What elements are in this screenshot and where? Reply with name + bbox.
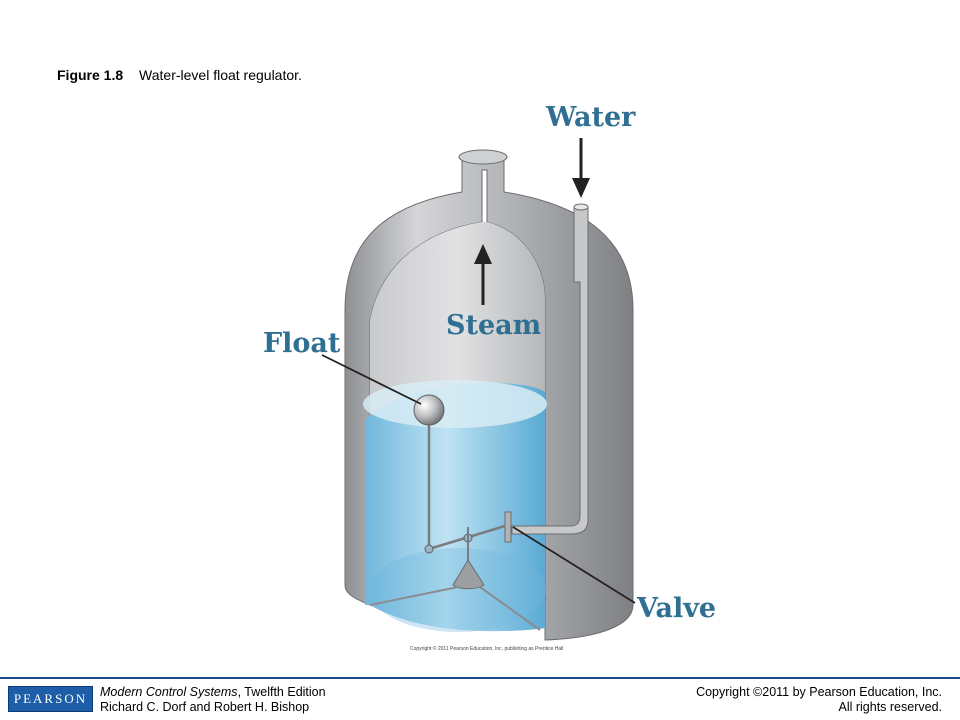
book-title: Modern Control Systems (100, 685, 238, 699)
rights-text: All rights reserved. (838, 700, 942, 714)
steam-outlet (458, 149, 508, 165)
water-inlet-opening (573, 203, 589, 211)
footer-copyright: Copyright ©2011 by Pearson Education, In… (696, 685, 942, 715)
footer-book-info: Modern Control Systems, Twelfth Edition … (100, 685, 326, 715)
float-regulator-diagram: Water Steam Float Valve Copyright © 2011… (263, 102, 716, 652)
copyright-text: Copyright ©2011 by Pearson Education, In… (696, 685, 942, 699)
figure-number: Figure 1.8 (57, 67, 124, 83)
pearson-logo: PEARSON (8, 686, 93, 712)
image-copyright: Copyright © 2011 Pearson Education, Inc.… (410, 645, 563, 652)
book-edition: , Twelfth Edition (237, 685, 326, 699)
water-arrow-head (572, 178, 590, 198)
valve-label: Valve (636, 593, 716, 624)
valve-leader-line (512, 526, 636, 604)
float-ball (413, 394, 445, 426)
water-body (365, 382, 545, 632)
steam-label: Steam (446, 310, 541, 341)
figure-title: Water-level float regulator. (139, 67, 302, 83)
float-leader-line (321, 354, 422, 405)
water-surface (363, 380, 547, 428)
figure-caption: Figure 1.8 Water-level float regulator. (57, 67, 302, 83)
support-leg-right (479, 586, 541, 631)
valve-body (504, 511, 512, 543)
footer-divider (0, 677, 960, 679)
water-inlet-pipe (511, 207, 589, 535)
support-leg-left (369, 586, 459, 606)
pivot-support (452, 559, 485, 590)
water-bottom (370, 548, 546, 632)
lever-joint-left (424, 544, 434, 554)
steam-arrow-head (474, 244, 492, 264)
float-label: Float (263, 328, 341, 359)
book-authors: Richard C. Dorf and Robert H. Bishop (100, 700, 310, 714)
water-label: Water (545, 102, 636, 133)
